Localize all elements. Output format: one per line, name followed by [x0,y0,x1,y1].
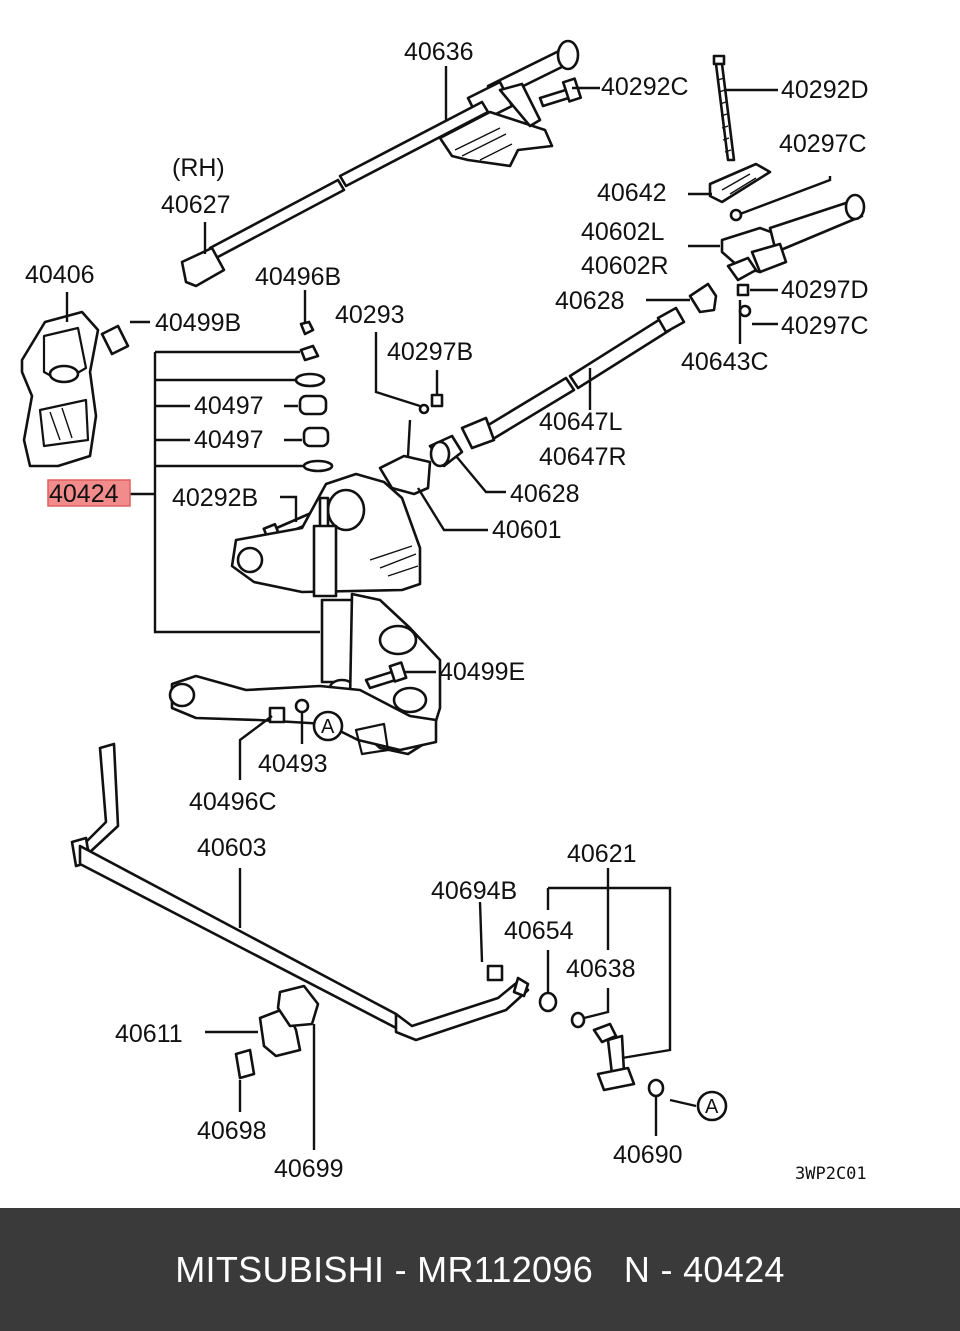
label-40636: 40636 [404,38,474,66]
bracket-40406 [20,310,100,468]
part-labels: 40636 40292C 40292D (RH) 40627 40297C 40… [25,38,869,1184]
parts-diagram: A A [20,38,869,1184]
reference-circle-a-1-label: A [321,716,335,738]
nut-40297C-bottom [738,304,752,318]
label-40497-b: 40497 [194,426,264,454]
label-40297B: 40297B [387,338,473,366]
label-40602R: 40602R [581,252,669,280]
label-40496B: 40496B [255,263,341,291]
label-40603: 40603 [197,834,267,862]
bolt-40499B [100,324,130,356]
washer-40690 [647,1078,665,1098]
label-40406: 40406 [25,261,95,289]
label-40602L: 40602L [581,218,665,246]
bracket-40643C [726,256,758,282]
bolt-40292C [538,77,583,108]
footer-bar: MITSUBISHI - MR112096 N - 40424 [0,1208,960,1331]
washer-40293 [418,403,430,415]
nut-40297B [430,393,444,408]
bushing-40699 [276,984,320,1028]
label-40497-a: 40497 [194,392,264,420]
label-40628-bottom: 40628 [510,480,580,508]
boot-40628-bottom [428,434,464,468]
reference-circle-a-2: A [696,1090,728,1122]
shock-absorber [312,496,356,698]
label-40292C: 40292C [601,73,689,101]
torsion-bar-lower [460,306,686,450]
torsion-bar-upper [180,39,580,288]
bolt-40698 [234,1048,256,1080]
label-40699: 40699 [274,1155,344,1183]
label-40292D: 40292D [781,76,869,104]
label-40628-top: 40628 [555,287,625,315]
label-40621: 40621 [567,840,637,868]
label-40694B: 40694B [431,877,517,905]
label-40647R: 40647R [539,443,627,471]
washer-40493 [294,698,310,714]
label-40642: 40642 [597,179,667,207]
label-40698: 40698 [197,1117,267,1145]
nut-40496C [268,706,286,724]
leader-lines [65,66,832,1150]
nut-40297C-top [729,208,743,222]
stabilizer-link-40621 [592,1022,636,1092]
bushing-40638 [570,1011,586,1029]
label-40690: 40690 [613,1141,683,1169]
nut-40694B [486,964,504,982]
label-40499B: 40499B [155,309,241,337]
label-40647L: 40647L [539,408,623,436]
label-40654: 40654 [504,917,574,945]
reference-circle-a-2-label: A [705,1096,719,1118]
label-rh: (RH) [172,154,225,182]
label-40493: 40493 [258,750,328,778]
label-40643C: 40643C [681,348,769,376]
nut-40297D [736,283,750,297]
bolt-40292D [712,54,736,162]
highlight-40424 [47,479,131,507]
label-40293: 40293 [335,301,405,329]
stabilizer-bar-40603 [70,742,530,1042]
label-40499E: 40499E [439,658,525,686]
anchor-arm-40602 [720,193,866,274]
label-40627: 40627 [161,191,231,219]
shock-mount-stack-40424 [294,320,334,473]
label-40297C-top: 40297C [779,130,867,158]
label-40496C: 40496C [189,788,277,816]
boot-40628-top [688,282,718,314]
bushing-40654 [538,991,558,1013]
drawing-code: 3WP2C01 [795,1164,867,1184]
label-40611: 40611 [115,1020,183,1048]
label-40601: 40601 [492,516,562,544]
label-40638: 40638 [566,955,636,983]
label-40292B: 40292B [172,484,258,512]
label-40297D: 40297D [781,276,869,304]
plate-40642 [708,162,772,204]
label-40424: 40424 [49,480,119,508]
reference-circle-a-1: A [312,710,344,742]
footer-text: MITSUBISHI - MR112096 N - 40424 [175,1248,785,1290]
label-40297C-bottom: 40297C [781,312,869,340]
bolt-40499E [364,661,408,690]
